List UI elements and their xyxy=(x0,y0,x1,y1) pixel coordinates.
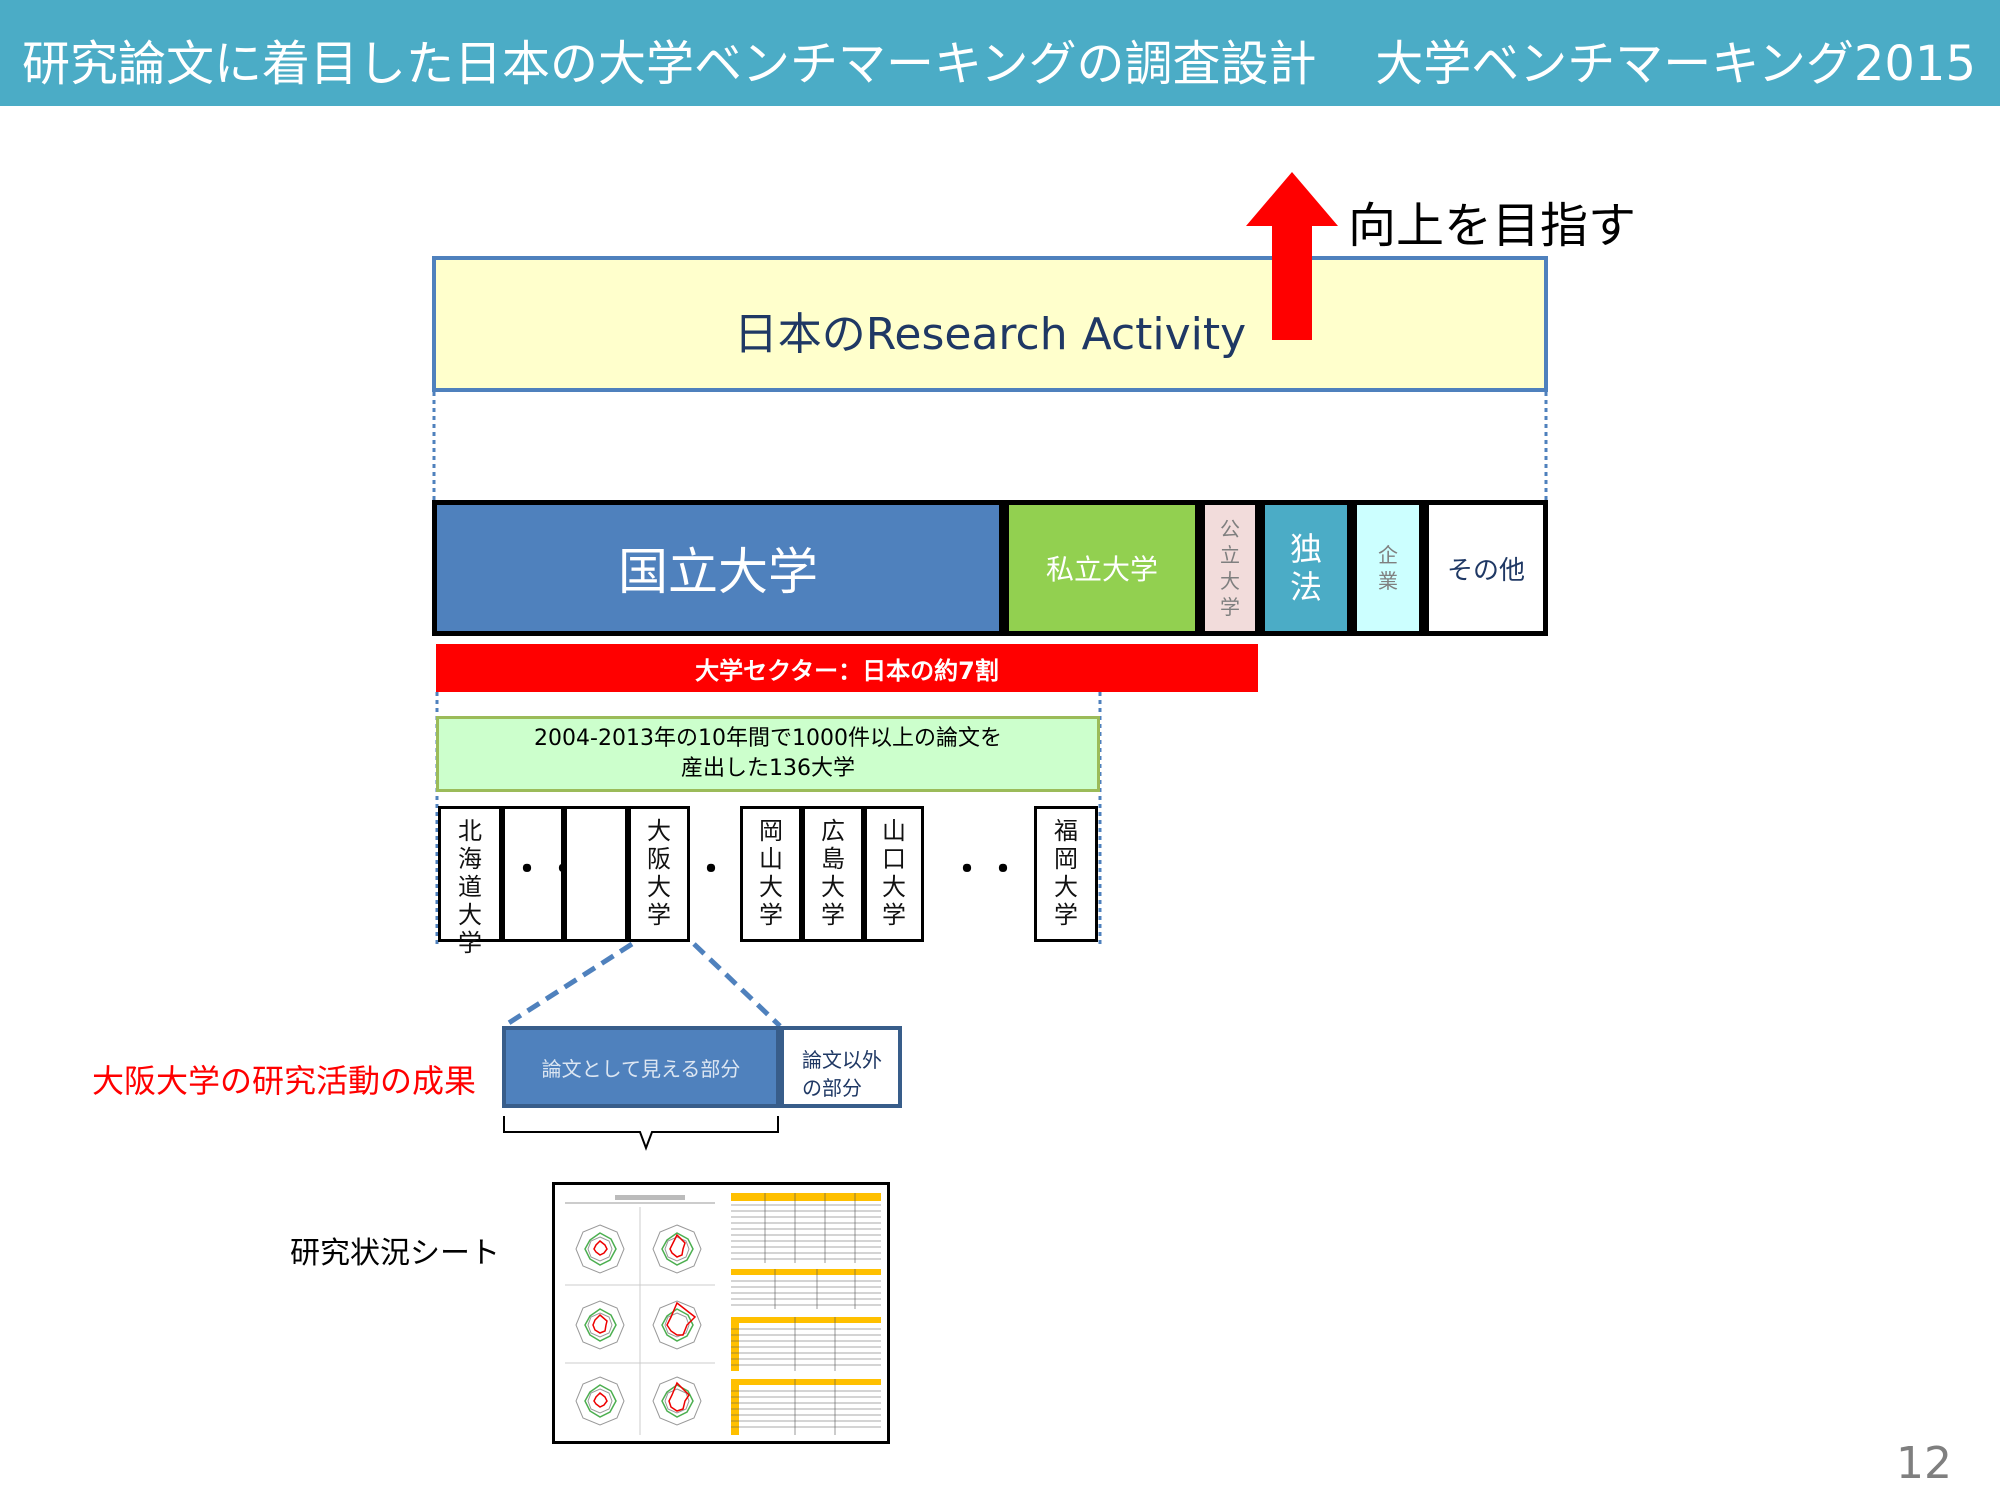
univ-char: 広 xyxy=(821,817,845,845)
non-paper-line1: 論文以外 xyxy=(802,1048,882,1072)
paper-visible-part: 論文として見える部分 xyxy=(502,1026,780,1108)
univ-char: 道 xyxy=(458,873,482,901)
sector-public-char: 学 xyxy=(1220,595,1240,619)
sector-corporate: 企 業 xyxy=(1352,500,1424,636)
research-activity-box xyxy=(432,256,1548,392)
page-number: 12 xyxy=(1896,1438,1952,1489)
univ-char: 学 xyxy=(458,929,482,957)
slide-title: 研究論文に着目した日本の大学ベンチマーキングの調査設計 xyxy=(22,36,1317,92)
sector-public-char: 立 xyxy=(1220,543,1240,567)
sheet-thumbnail-graphic xyxy=(557,1187,885,1439)
university-cell-dots xyxy=(502,806,564,942)
sector-private-university: 私立大学 xyxy=(1004,500,1200,636)
university-sector-bar: 大学セクター：日本の約7割 xyxy=(436,644,1258,692)
sector-iai-char: 法 xyxy=(1289,568,1322,606)
sector-corp-char: 企 xyxy=(1378,543,1398,567)
research-activity-label: 日本のResearch Activity xyxy=(733,309,1247,360)
non-paper-part: 論文以外 の部分 xyxy=(780,1026,902,1108)
univ-char: 北 xyxy=(458,817,482,845)
univ-char: 大 xyxy=(882,873,906,901)
university-hiroshima: 広 島 大 学 xyxy=(802,806,864,942)
univ-char: 大 xyxy=(821,873,845,901)
university-okayama: 岡 山 大 学 xyxy=(740,806,802,942)
univ-char: 大 xyxy=(647,817,671,845)
universities-136-line2: 産出した136大学 xyxy=(681,756,855,781)
univ-char: 福 xyxy=(1054,817,1078,845)
univ-char: 学 xyxy=(882,901,906,929)
research-status-sheet-thumbnail xyxy=(552,1182,890,1444)
sector-independent-institution: 独 法 xyxy=(1260,500,1352,636)
univ-char: 学 xyxy=(759,901,783,929)
non-paper-line2: の部分 xyxy=(802,1076,862,1100)
university-cell-blank xyxy=(564,806,628,942)
univ-char: 口 xyxy=(882,845,906,873)
universities-136-line1: 2004-2013年の10年間で1000件以上の論文を xyxy=(534,726,1002,751)
header-bar xyxy=(0,0,2000,106)
sector-public-char: 大 xyxy=(1220,569,1240,593)
univ-char: 島 xyxy=(821,845,845,873)
university-yamaguchi: 山 口 大 学 xyxy=(864,806,924,942)
university-fukuoka: 福 岡 大 学 xyxy=(1034,806,1098,942)
sector-national-university: 国立大学 xyxy=(432,500,1004,636)
univ-char: 海 xyxy=(458,845,482,873)
universities-136-box: 2004-2013年の10年間で1000件以上の論文を 産出した136大学 xyxy=(436,716,1100,792)
series-title: 大学ベンチマーキング2015 xyxy=(1375,36,1976,92)
univ-char: 岡 xyxy=(759,817,783,845)
univ-char: 大 xyxy=(647,873,671,901)
univ-char: 学 xyxy=(1054,901,1078,929)
sector-public-university: 公 立 大 学 xyxy=(1200,500,1260,636)
univ-char: 山 xyxy=(882,817,906,845)
university-hokkaido: 北 海 道 大 学 xyxy=(438,806,502,957)
sector-corp-char: 業 xyxy=(1378,569,1398,593)
university-osaka: 大 阪 大 学 xyxy=(628,806,690,942)
univ-char: 山 xyxy=(759,845,783,873)
univ-char: 大 xyxy=(1054,873,1078,901)
sector-public-char: 公 xyxy=(1220,517,1240,541)
osaka-outcome-label: 大阪大学の研究活動の成果 xyxy=(92,1062,477,1100)
goal-label: 向上を目指す xyxy=(1348,198,1637,254)
univ-char: 学 xyxy=(647,901,671,929)
univ-char: 岡 xyxy=(1054,845,1078,873)
up-arrow-icon xyxy=(1246,172,1338,340)
sector-iai-char: 独 xyxy=(1289,530,1322,568)
univ-char: 学 xyxy=(821,901,845,929)
univ-char: 大 xyxy=(458,901,482,929)
research-sheet-label: 研究状況シート xyxy=(290,1236,500,1271)
sector-other: その他 xyxy=(1424,500,1548,636)
univ-char: 阪 xyxy=(647,845,671,873)
univ-char: 大 xyxy=(759,873,783,901)
